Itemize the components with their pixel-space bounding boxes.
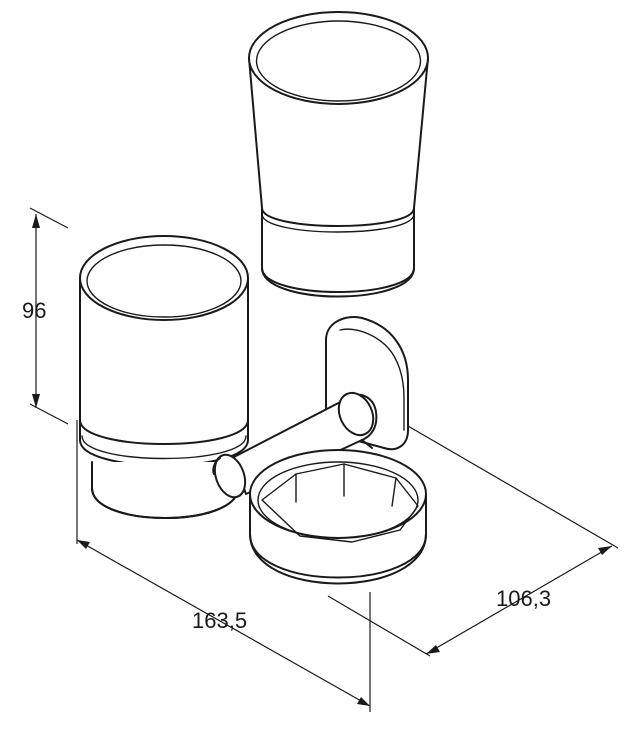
width-label: 163,5 — [192, 608, 247, 633]
depth-dimension: 106,3 — [327, 425, 619, 657]
depth-label: 106,3 — [496, 586, 551, 611]
lower-glass-cup — [79, 235, 249, 519]
height-label: 96 — [22, 298, 46, 323]
arm-joint — [212, 453, 247, 499]
upper-glass-cup — [248, 11, 429, 298]
width-dimension: 163,5 — [76, 420, 371, 712]
height-dimension: 96 — [22, 207, 69, 425]
empty-ring-holder — [249, 449, 427, 585]
